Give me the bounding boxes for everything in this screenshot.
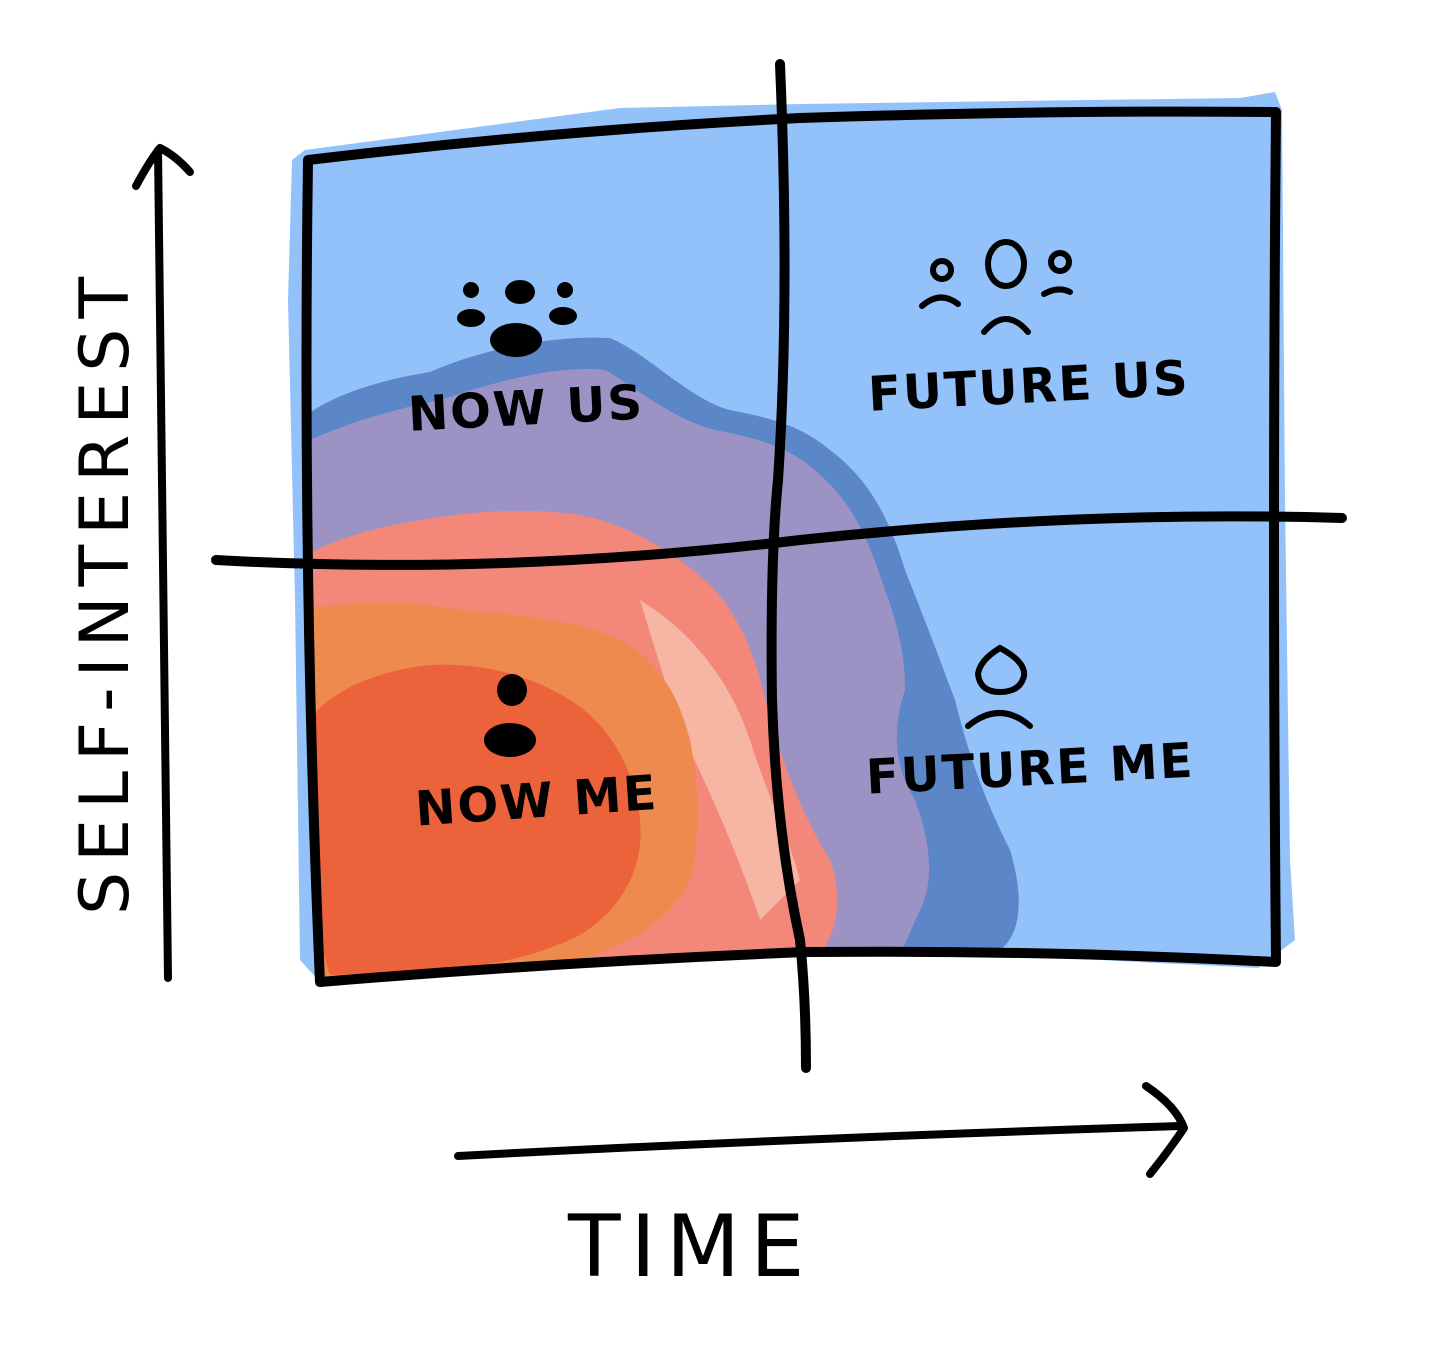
grid-horizontal-line (211, 511, 1347, 570)
x-axis-line (454, 1122, 1184, 1160)
grid-vertical-line (766, 59, 811, 1073)
y-axis-label: SELF-INTEREST (66, 267, 145, 915)
person-sad-outline-icon (965, 644, 1033, 729)
group-dark-icon (457, 280, 577, 357)
quadrant-now-us: NOW US (407, 280, 646, 443)
grid-lines (211, 59, 1347, 1073)
y-axis-arrowhead (132, 144, 194, 190)
grid-outer-box (301, 106, 1281, 987)
person-dark-icon (484, 674, 536, 757)
x-axis-arrowhead (1142, 1082, 1188, 1178)
x-axis-arrow (454, 1082, 1188, 1178)
group-sad-outline-icon (919, 239, 1073, 335)
y-axis-arrow (132, 144, 194, 982)
now-us-label: NOW US (407, 375, 646, 443)
color-wash (288, 92, 1295, 982)
red-orange-wash (310, 664, 641, 975)
x-axis-label: TIME (567, 1197, 814, 1297)
pale-pink-wash (640, 600, 800, 920)
y-axis-line (154, 146, 172, 982)
